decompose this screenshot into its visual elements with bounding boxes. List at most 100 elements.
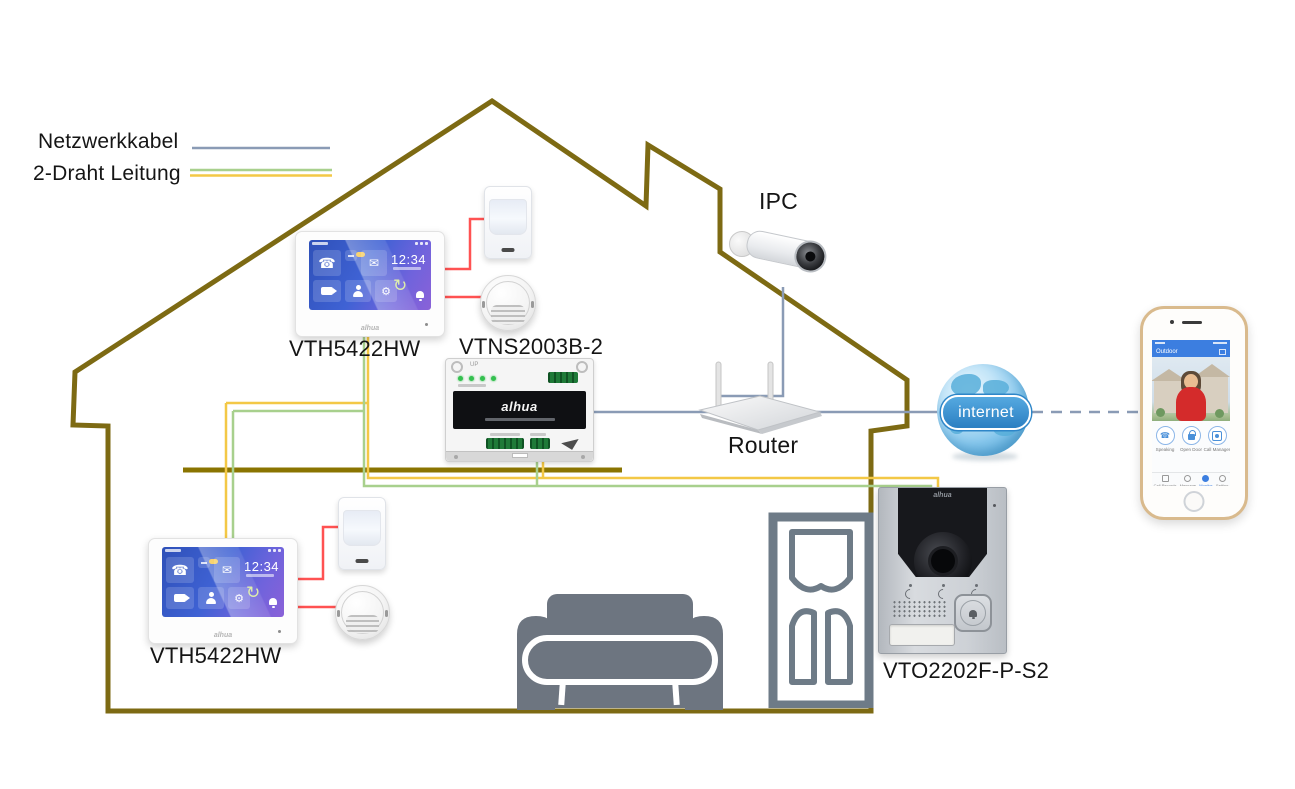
tab-call-records: Call Records xyxy=(1154,475,1177,486)
label-switch: VTNS2003B-2 xyxy=(459,334,604,359)
monitor-clock: 12:34 xyxy=(244,559,280,574)
smoke-grill xyxy=(490,305,526,324)
brand-logo: alhua xyxy=(933,492,952,499)
status-leds xyxy=(458,376,496,381)
up-marking: UP xyxy=(470,362,479,368)
bell-icon xyxy=(960,600,986,626)
label-router: Router xyxy=(728,432,799,458)
monitor-status-bar xyxy=(312,242,428,246)
contacts-icon xyxy=(345,280,371,302)
router xyxy=(698,361,822,434)
mail-icon: ✉ xyxy=(214,557,240,583)
pir-lens xyxy=(489,199,527,235)
home-button xyxy=(1183,491,1205,512)
refresh-icon: ↻ xyxy=(246,583,261,602)
camcorder-icon xyxy=(166,587,194,609)
phone-status-bar xyxy=(1152,340,1230,346)
refresh-icon: ↻ xyxy=(393,276,408,295)
mini-tile xyxy=(198,557,210,568)
talk-indicator-icon xyxy=(935,584,951,602)
continent-shape xyxy=(951,374,981,396)
menu-icon xyxy=(1219,348,1226,355)
front-camera-dot xyxy=(1170,320,1174,324)
label-monitor-bottom: VTH5422HW xyxy=(150,643,282,668)
door xyxy=(768,512,874,708)
camera-panel: alhua xyxy=(898,488,987,577)
smoke-notch xyxy=(337,610,340,618)
door-camera-lens xyxy=(913,532,972,577)
unlock-icon xyxy=(1181,426,1201,445)
pir-motion-sensor-bottom xyxy=(338,497,386,570)
app-header-title: Outdoor xyxy=(1156,348,1178,355)
terminal-labels xyxy=(530,433,546,436)
pir-slot xyxy=(355,559,369,563)
brand-logo: alhua xyxy=(213,632,233,639)
camcorder-icon xyxy=(313,280,341,302)
smoke-notch xyxy=(531,300,534,308)
terminal-block-power xyxy=(486,438,524,449)
contacts-icon xyxy=(198,587,224,609)
tab-message: Message xyxy=(1180,475,1196,486)
phone-icon: ☎ xyxy=(313,250,341,276)
earpiece-slot xyxy=(1182,321,1202,324)
caution-text-bar xyxy=(484,418,555,421)
smoke-detector-top xyxy=(480,275,536,331)
settings-icon: ⚙ xyxy=(228,587,250,609)
switch-front-band: alhua xyxy=(453,391,586,429)
mic-hole xyxy=(425,323,428,326)
label-monitor-top: VTH5422HW xyxy=(289,336,421,361)
mail-icon: ✉ xyxy=(361,250,387,276)
router-edge xyxy=(700,414,762,434)
terminal-block-top xyxy=(548,372,578,383)
brand-logo: alhua xyxy=(501,399,538,414)
globe-shadow xyxy=(952,452,1018,461)
screw xyxy=(454,455,458,459)
legend-network-label: Netzwerkkabel xyxy=(38,130,179,153)
monitor-status-bar xyxy=(165,549,281,553)
app-tab-bar: Call Records Message Monitor Setting xyxy=(1152,472,1230,486)
alarm-bell-icon xyxy=(416,285,424,303)
led-labels xyxy=(458,384,486,387)
monitor-clock-subtext xyxy=(246,574,274,577)
call-indicator-icon xyxy=(902,584,918,602)
tab-monitor: Monitor xyxy=(1199,475,1213,486)
house-outline xyxy=(70,97,910,714)
phone-screen: Outdoor ☎ Speaking Open Door Call Manag xyxy=(1152,340,1230,486)
mini-tile xyxy=(345,250,357,261)
label-ipc: IPC xyxy=(759,188,798,214)
open-door-button: Open Door xyxy=(1178,426,1204,472)
cable-monitor2-pir xyxy=(298,525,341,581)
door-station-vto2202f: alhua xyxy=(878,487,1007,654)
app-header: Outdoor xyxy=(1152,346,1230,357)
speaking-button: ☎ Speaking xyxy=(1152,426,1178,472)
monitor-clock: 12:34 xyxy=(391,252,427,267)
mount-ring xyxy=(576,361,588,373)
setting-icon xyxy=(1218,475,1226,482)
unlock-indicator-icon xyxy=(968,584,984,602)
router-top xyxy=(698,395,822,431)
indoor-monitor-bottom: ☎ ✉ ⚙ 12:34 ↻ alhua xyxy=(148,538,298,644)
cable-monitor1-pir xyxy=(443,217,488,271)
bush xyxy=(1215,409,1224,418)
name-plate xyxy=(889,624,955,646)
doorbell-button xyxy=(954,594,992,632)
wire-yellow-main xyxy=(366,337,940,491)
internet-label-pill: internet xyxy=(941,395,1031,430)
monitor-screen: ☎ ✉ ⚙ 12:34 ↻ xyxy=(162,547,284,617)
smoke-ring xyxy=(341,591,384,634)
alarm-bell-icon xyxy=(269,592,277,610)
terminal-block-2wire xyxy=(530,438,550,449)
bush xyxy=(1156,408,1165,417)
message-icon xyxy=(1184,475,1192,482)
pir-lens xyxy=(343,510,381,546)
smartphone: Outdoor ☎ Speaking Open Door Call Manag xyxy=(1140,306,1248,520)
notification-pill xyxy=(356,252,365,257)
terminal-labels xyxy=(490,433,520,436)
monitor-icon xyxy=(1202,475,1210,482)
screw xyxy=(581,455,585,459)
tab-setting: Setting xyxy=(1216,475,1228,486)
smoke-notch xyxy=(482,300,485,308)
pir-slot xyxy=(501,248,515,252)
monitor-screen: ☎ ✉ ⚙ 12:34 ↻ xyxy=(309,240,431,310)
speaker-grill xyxy=(892,600,948,618)
